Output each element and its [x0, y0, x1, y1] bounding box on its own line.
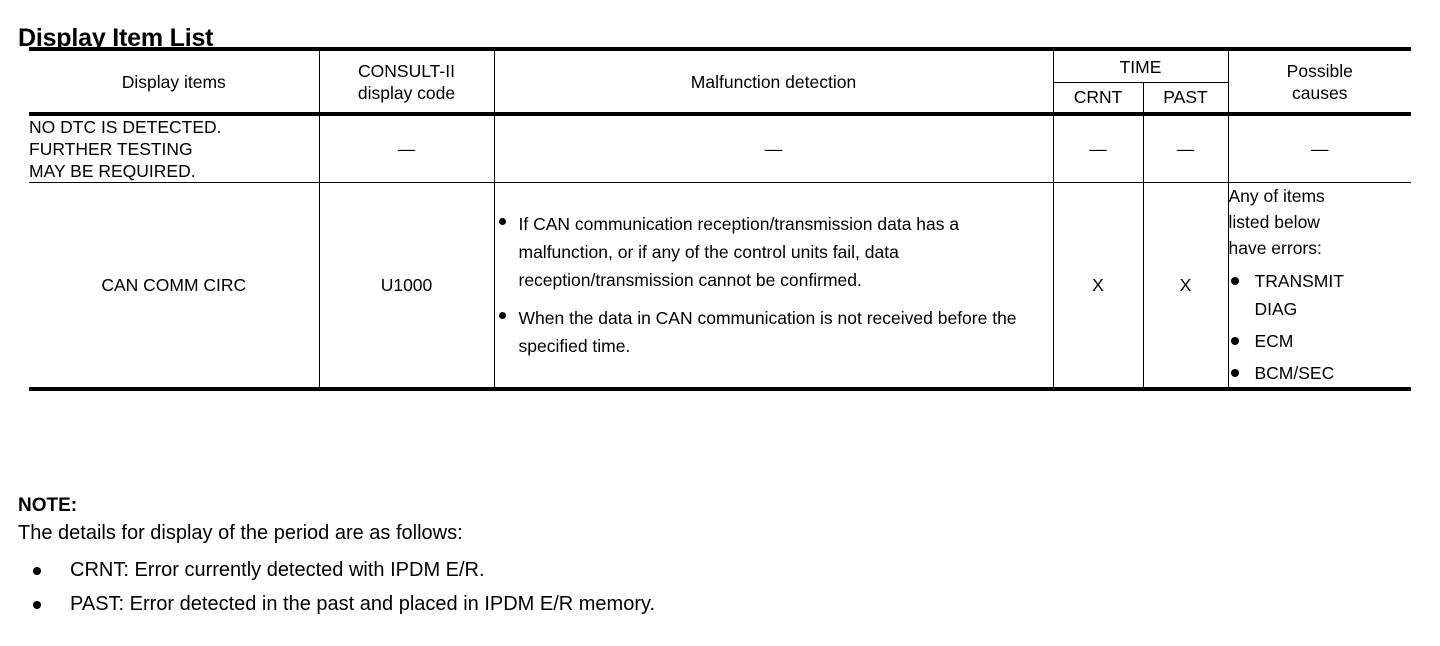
- cell-consult-code: —: [318, 113, 495, 183]
- causes-heading-line-3: have errors:: [1228, 238, 1322, 258]
- list-item: If CAN communication reception/transmiss…: [495, 210, 1053, 294]
- consult-code-line-2: display code: [357, 82, 456, 103]
- cell-malfunction-detection: —: [493, 113, 1054, 183]
- column-header-possible-causes: Possible causes: [1227, 48, 1411, 116]
- column-header-time-group: TIME: [1052, 48, 1229, 83]
- cell-past: X: [1142, 182, 1229, 390]
- cell-display-items: CAN COMM CIRC: [29, 182, 320, 390]
- cell-past: —: [1142, 113, 1229, 183]
- column-header-crnt: CRNT: [1052, 82, 1144, 116]
- causes-heading-line-2: listed below: [1228, 212, 1320, 232]
- cause-line-2: DIAG: [1254, 299, 1298, 319]
- no-dtc-line-2: FURTHER TESTING: [29, 139, 193, 159]
- possible-causes-heading: Any of items listed below have errors:: [1229, 183, 1412, 261]
- cause-line-1: TRANSMIT: [1254, 271, 1344, 291]
- list-item: TRANSMIT DIAG: [1229, 267, 1412, 323]
- cell-crnt: X: [1052, 182, 1144, 390]
- cell-consult-code: U1000: [318, 182, 495, 390]
- column-header-consult-code: CONSULT-II display code: [318, 48, 495, 116]
- list-item: CRNT: Error currently detected with IPDM…: [18, 553, 1418, 587]
- display-item-list-table: Display items CONSULT-II display code Ma…: [29, 47, 1411, 391]
- cell-display-items: NO DTC IS DETECTED. FURTHER TESTING MAY …: [29, 113, 320, 183]
- cause-line-1: ECM: [1254, 331, 1294, 351]
- possible-causes-line-1: Possible: [1286, 60, 1353, 81]
- note-list: CRNT: Error currently detected with IPDM…: [18, 553, 1418, 621]
- cell-possible-causes: —: [1227, 113, 1411, 183]
- cell-possible-causes: Any of items listed below have errors: T…: [1227, 182, 1412, 390]
- cell-crnt: —: [1052, 113, 1144, 183]
- list-item: When the data in CAN communication is no…: [495, 304, 1053, 360]
- cause-line-1: BCM/SEC: [1254, 363, 1335, 383]
- table-subheader-row: CRNT PAST: [29, 82, 1411, 116]
- possible-causes-list: TRANSMIT DIAG ECM BCM/SEC: [1229, 267, 1412, 387]
- note-title: NOTE:: [18, 495, 78, 516]
- list-item: BCM/SEC: [1229, 359, 1412, 387]
- column-header-malfunction-detection: Malfunction detection: [493, 48, 1054, 116]
- no-dtc-line-1: NO DTC IS DETECTED.: [29, 117, 222, 137]
- column-header-display-items: Display items: [29, 48, 320, 116]
- no-dtc-line-3: MAY BE REQUIRED.: [29, 161, 196, 181]
- table-header-row: Display items CONSULT-II display code Ma…: [29, 48, 1411, 116]
- list-item: PAST: Error detected in the past and pla…: [18, 587, 1418, 621]
- table-row: NO DTC IS DETECTED. FURTHER TESTING MAY …: [29, 113, 1411, 183]
- table-row: CAN COMM CIRC U1000 If CAN communication…: [29, 182, 1412, 390]
- list-item: ECM: [1229, 327, 1412, 355]
- cell-malfunction-detection: If CAN communication reception/transmiss…: [493, 182, 1054, 390]
- causes-heading-line-1: Any of items: [1228, 186, 1325, 206]
- note-lead-text: The details for display of the period ar…: [18, 522, 463, 544]
- malfunction-bullet-list: If CAN communication reception/transmiss…: [495, 210, 1053, 360]
- column-header-past: PAST: [1142, 82, 1229, 116]
- note-section: NOTE: The details for display of the per…: [18, 494, 1418, 621]
- consult-code-line-1: CONSULT-II: [358, 60, 455, 81]
- possible-causes-line-2: causes: [1292, 82, 1348, 103]
